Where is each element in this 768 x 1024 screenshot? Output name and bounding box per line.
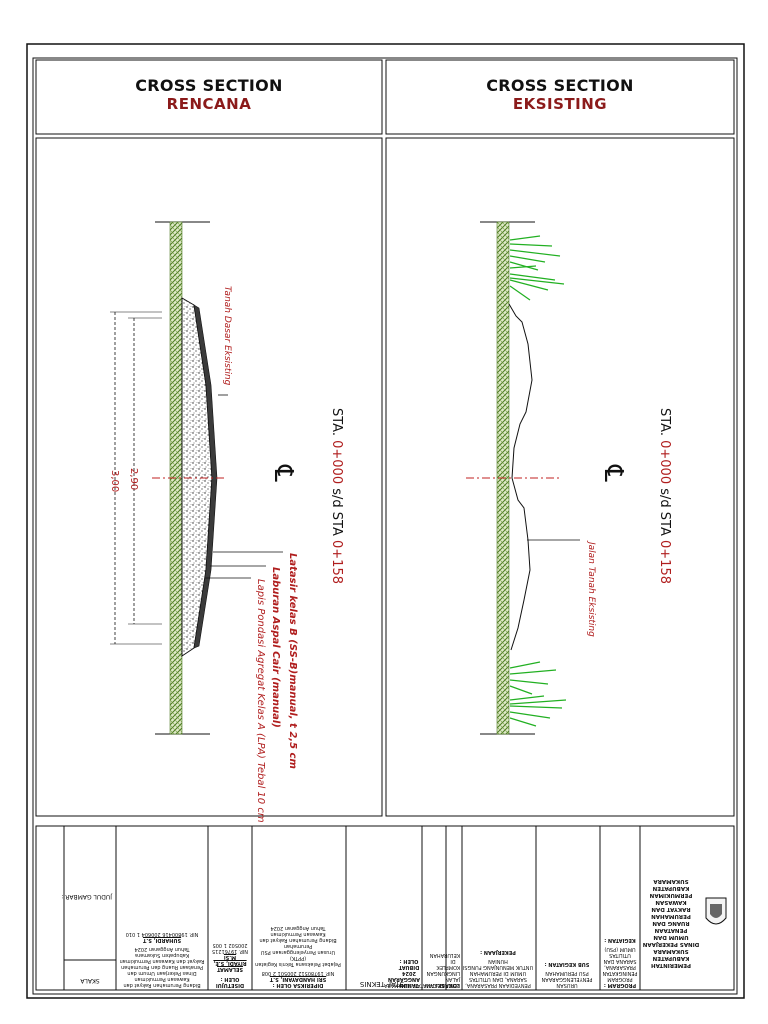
grass-tuft: [509, 661, 567, 727]
tb-disetujui: DISETUJUI OLEH : SELAMAT RIYADI, S.E, M.…: [211, 942, 249, 988]
right-header-box: [385, 59, 735, 135]
left-panel-title: CROSS SECTION: [135, 76, 283, 95]
right-station-label: STA. 0+000 s/d STA 0+158: [657, 408, 672, 584]
right-panel-subtitle: EKSISTING: [512, 95, 608, 113]
left-header-box: [35, 59, 383, 135]
outer-frame: [26, 43, 745, 999]
title-block: [35, 825, 735, 991]
agency-logo: [705, 897, 727, 925]
tb-diperiksa: DIPERIKSA OLEH : SRI HANDAYANI, S.T NIP.…: [255, 925, 341, 988]
tb-skala: SKALA: [80, 977, 100, 984]
annotation-latasir: Latasir kelas B (SS-B)manual, t 2,5 cm: [287, 553, 298, 769]
left-cross-section: [110, 221, 283, 735]
dimension-label-outer: 3,00: [109, 470, 120, 493]
annotation-tanah-dasar: Tanah Dasar Eksisting: [222, 286, 232, 386]
left-panel-header: CROSS SECTION RENCANA: [36, 76, 382, 113]
existing-ground-profile: [508, 303, 533, 651]
tb-dibuat: STAF TEKNIS: [359, 980, 405, 988]
tb-agency: PEMERINTAH KABUPATEN SUKAMARA DINAS PEKE…: [642, 878, 700, 968]
tb-lokasi: LOKASI :: [435, 982, 460, 988]
annotation-jalan-tanah: Jalan Tanah Eksisting: [586, 542, 596, 637]
lpa-base-layer: [181, 297, 213, 657]
inner-frame: [32, 57, 738, 995]
left-panel-subtitle: RENCANA: [166, 95, 252, 113]
centerline-symbol-right: ℄: [598, 465, 628, 482]
left-drawing-box: [35, 137, 383, 817]
annotation-laburan: Laburan Aspal Cair (manual): [270, 567, 281, 728]
right-panel-title: CROSS SECTION: [486, 76, 634, 95]
tb-program: PROGRAM : PROGRAM PENINGKATAN PRASARANA,…: [602, 937, 638, 988]
tb-kegiatan: URUSAN PENYELENGGARAAN PSU PERUMAHAN SUB…: [541, 961, 593, 988]
right-cross-section: [466, 221, 580, 735]
right-panel-header: CROSS SECTION EKSISTING: [386, 76, 734, 113]
tb-lokasi-value: KECAMATAN SUKAMARA: [384, 982, 444, 988]
asphalt-layer: [193, 304, 218, 649]
annotation-lapis-pondasi: Lapis Pondasi Agregat Kelas A (LPA) Teba…: [255, 579, 266, 823]
grass-tuft: [509, 235, 565, 301]
right-drawing-box: [385, 137, 735, 817]
left-station-label: STA. 0+000 s/d STA 0+158: [329, 408, 344, 584]
tb-judul-gambar: JUDUL GAMBAR :: [61, 893, 112, 900]
tb-kabid: Bidang Perumahan Rakyat dan Kawasan Perm…: [119, 931, 205, 988]
tb-sub-kegiatan: PENYEDIAAN PRASARANA, SARANA, DAN UTILIT…: [462, 949, 534, 988]
dimension-label-inner: 2,90: [128, 468, 139, 491]
centerline-symbol-left: ℄: [268, 465, 298, 482]
